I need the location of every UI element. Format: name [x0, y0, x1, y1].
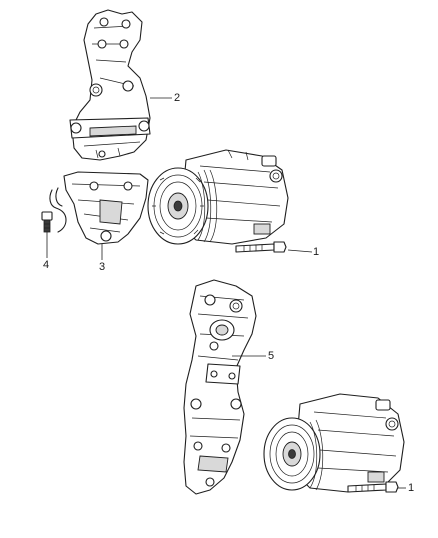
callout-1-upper: 1 — [313, 246, 320, 258]
callout-5: 5 — [268, 350, 275, 362]
lower-ac-compressor — [263, 393, 405, 493]
callout-2: 2 — [174, 92, 181, 104]
compressor-support-bracket — [183, 279, 257, 495]
upper-mounting-bracket — [69, 9, 151, 161]
callout-1-lower: 1 — [408, 482, 415, 494]
callout-3: 3 — [99, 261, 106, 273]
sensor-harness — [41, 187, 67, 233]
upper-bolt — [235, 241, 287, 253]
lower-mounting-bracket — [63, 171, 149, 245]
upper-ac-compressor — [147, 149, 289, 245]
leader-lines — [46, 97, 406, 489]
callout-4: 4 — [43, 259, 50, 271]
lower-bolt — [347, 481, 399, 493]
